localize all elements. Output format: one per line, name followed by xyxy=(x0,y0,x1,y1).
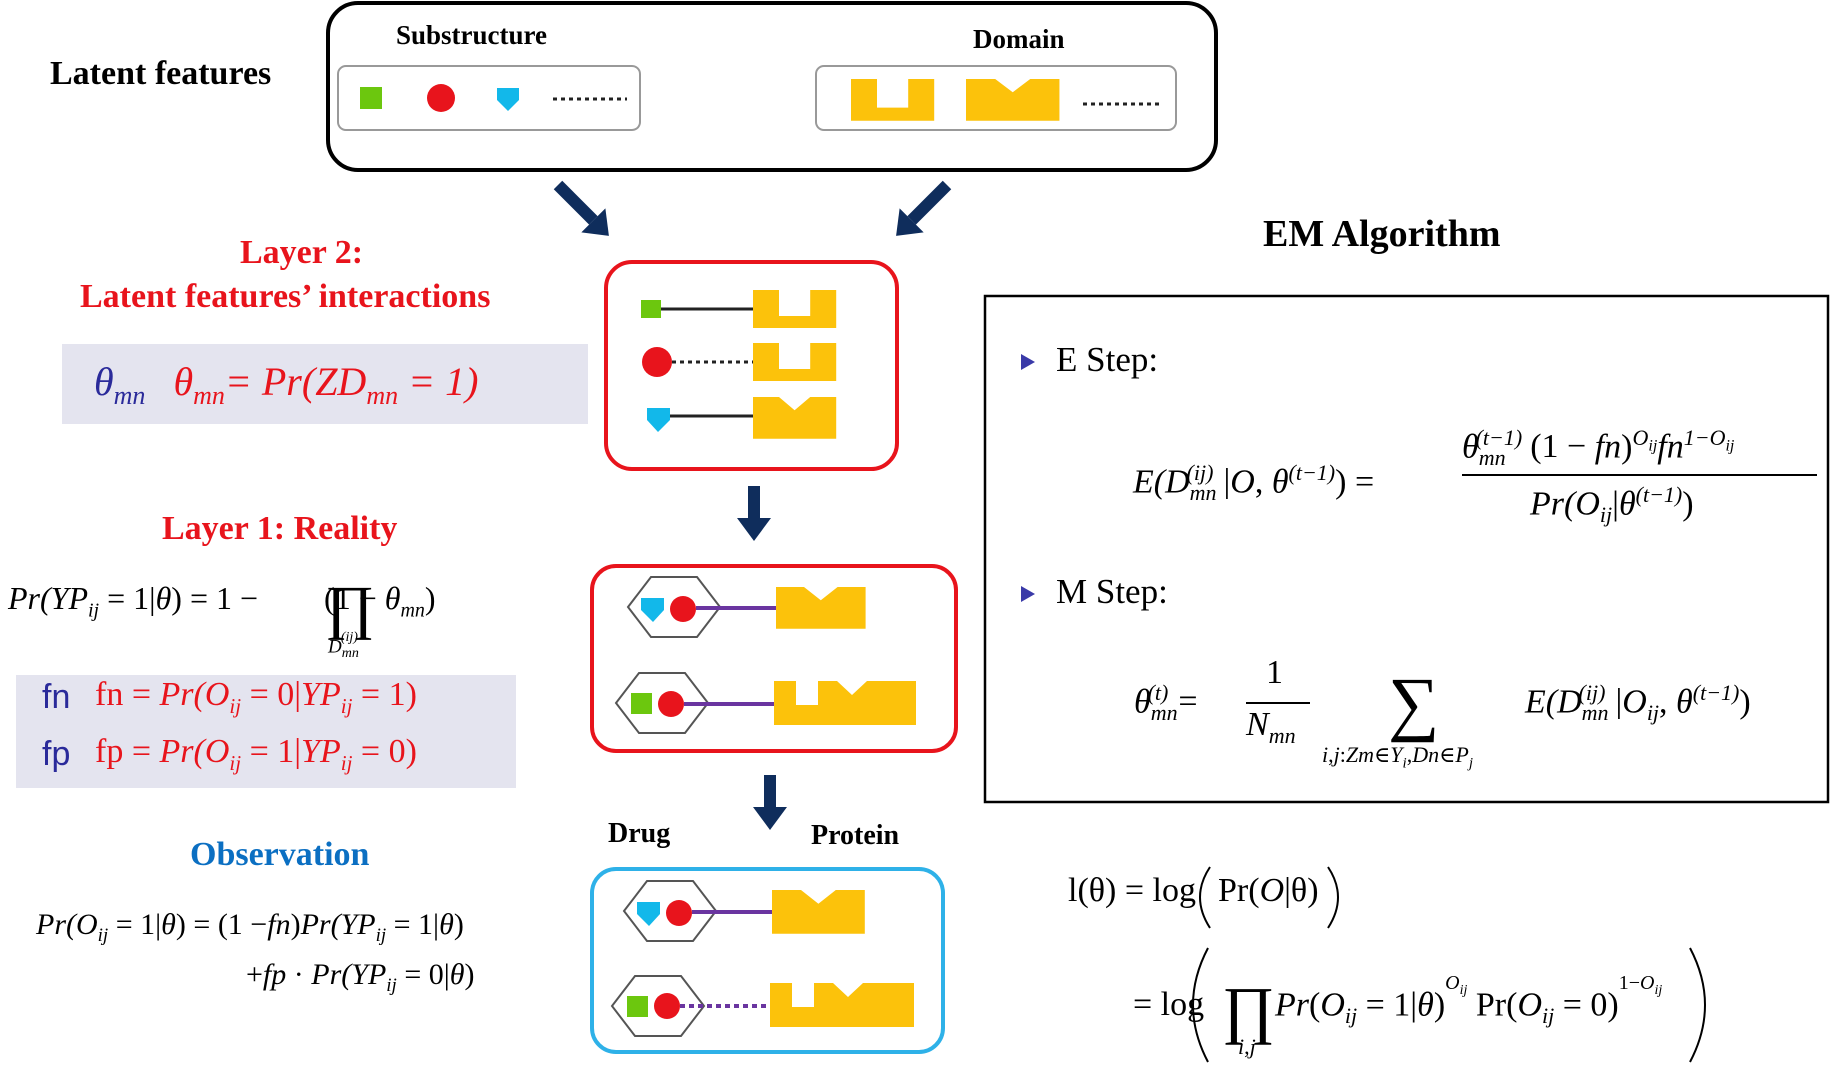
loglik-line2-prefix: = log xyxy=(1133,986,1205,1023)
layer1-green-square-icon xyxy=(631,693,652,714)
obs-drug-hexagon-2 xyxy=(610,975,706,1037)
domain-u-icon xyxy=(851,79,935,121)
observation-line1: Pr(Oij = 1|θ) = (1 −fn)Pr(YPij = 1|θ) xyxy=(36,908,464,946)
cyan-pentagon-icon xyxy=(497,88,519,111)
m-step-formula-rhs: E(Dmn(ij)|Oij, θ(t−1)) xyxy=(1525,680,1751,726)
obs-green-square-icon xyxy=(627,996,648,1017)
observation-box xyxy=(590,867,945,1054)
obs-domain-uv-icon xyxy=(770,983,914,1027)
layer2-domain-u-icon-2 xyxy=(753,343,837,381)
m-step-sum-subscript: i,j:Zm∈Yi,Dn∈Pj xyxy=(1322,742,1474,772)
layer1-title: Layer 1: Reality xyxy=(162,510,398,547)
e-step-formula-numerator: θmn(t−1)(1 − fn)Oijfn1−Oij xyxy=(1462,425,1735,471)
em-title: EM Algorithm xyxy=(1263,213,1501,255)
arrow-down-icon-2 xyxy=(753,775,787,830)
m-step-label: M Step: xyxy=(1056,572,1168,611)
layer2-title-line2: Latent features’ interactions xyxy=(80,278,491,315)
obs-cyan-pentagon-icon xyxy=(637,902,660,926)
m-step-one: 1 xyxy=(1266,654,1283,691)
arrow-down-left-icon xyxy=(896,180,952,236)
layer2-domain-u-icon-1 xyxy=(753,290,837,328)
protein-label: Protein xyxy=(811,820,900,851)
layer2-red-circle-icon xyxy=(642,347,672,377)
layer2-title-line1: Layer 2: xyxy=(240,234,364,271)
layer1-domain-v-icon xyxy=(776,587,866,629)
theta-mn-formula: θmn θmn= Pr(ZDmn = 1) xyxy=(94,359,479,410)
domain-label: Domain xyxy=(973,24,1065,54)
e-step-label: E Step: xyxy=(1056,340,1159,379)
loglik-line2-body: Pr(Oij = 1|θ)Oij Pr(Oij = 0)1−Oij xyxy=(1275,972,1663,1029)
substructure-label: Substructure xyxy=(396,20,548,50)
drug-label: Drug xyxy=(608,818,671,849)
latent-features-box xyxy=(326,1,1218,172)
fp-label: fp xyxy=(42,735,71,773)
e-step-formula-denominator: Pr(Oij|θ(t−1)) xyxy=(1530,482,1694,528)
obs-domain-v-icon xyxy=(772,890,865,934)
layer2-cyan-pentagon-icon xyxy=(647,408,670,432)
m-step-bullet-icon xyxy=(1021,586,1035,602)
green-square-icon xyxy=(360,87,382,109)
obs-red-circle-icon-2 xyxy=(654,993,680,1019)
loglik-product-subscript: i,j xyxy=(1238,1034,1256,1059)
theta-panel xyxy=(62,344,588,424)
arrow-down-icon-1 xyxy=(737,486,771,541)
e-step-bullet-icon xyxy=(1021,354,1035,370)
e-step-formula-lhs: E(Dmn(ij)|O, θ(t−1)) = xyxy=(1133,460,1375,506)
m-step-nmn: Nmn xyxy=(1246,706,1296,748)
layer1-domain-uv-icon xyxy=(774,681,916,725)
layer2-box xyxy=(604,260,899,471)
layer1-red-circle-icon-2 xyxy=(658,691,684,717)
fn-fp-panel xyxy=(16,675,516,788)
observation-title: Observation xyxy=(190,836,370,873)
layer1-red-circle-icon-1 xyxy=(670,596,696,622)
layer1-reality-formula: Pr(YPij = 1|θ) = 1 − (1 − θmn) xyxy=(8,580,436,622)
domain-box xyxy=(815,65,1177,131)
domain-v-icon xyxy=(966,79,1060,121)
layer1-cyan-pentagon-icon xyxy=(641,598,664,622)
layer1-product-subscript: Dmn(ij) xyxy=(328,630,359,662)
fp-formula: fp = Pr(Oij = 1|YPij = 0) xyxy=(95,733,417,775)
fn-formula: fn = Pr(Oij = 0|YPij = 1) xyxy=(95,676,417,718)
m-step-formula-lhs: θmn(t)= xyxy=(1134,680,1198,726)
fn-label: fn xyxy=(42,678,71,716)
obs-red-circle-icon-1 xyxy=(666,900,692,926)
em-box xyxy=(983,294,1830,804)
latent-features-title: Latent features xyxy=(50,55,272,92)
substructure-box xyxy=(337,65,641,131)
loglik-product-symbol: ∏ xyxy=(1222,974,1275,1045)
red-circle-icon xyxy=(427,84,455,112)
arrow-down-right-icon xyxy=(553,180,609,236)
m-step-sum-symbol: ∑ xyxy=(1388,663,1439,743)
layer1-product-symbol: ∏ xyxy=(325,574,374,640)
layer2-domain-v-icon xyxy=(753,397,837,439)
layer2-green-square-icon xyxy=(641,300,661,318)
layer1-box xyxy=(590,564,958,753)
observation-line2: +fp · Pr(YPij = 0|θ) xyxy=(246,958,475,996)
